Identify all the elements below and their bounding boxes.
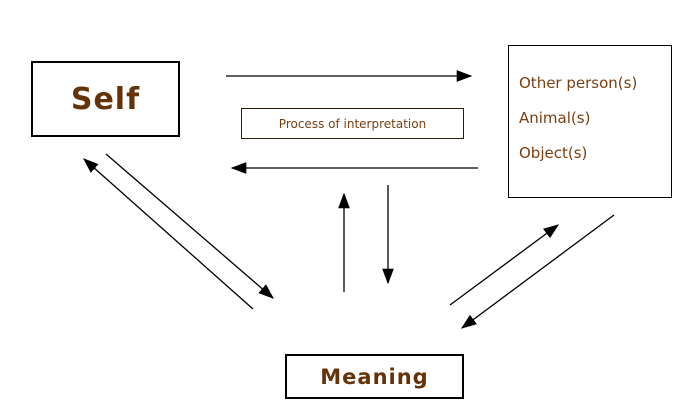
arrow-meaning-to-self <box>83 158 254 310</box>
node-process-label: Process of interpretation <box>278 116 427 131</box>
node-others-item-persons: Other person(s) <box>519 74 638 92</box>
node-self: Self <box>31 61 180 137</box>
node-others-item-objects: Object(s) <box>519 144 588 162</box>
node-other-entities: Other person(s) Animal(s) Object(s) <box>508 45 672 198</box>
arrow-others-to-meaning <box>460 214 615 329</box>
node-process-of-interpretation: Process of interpretation <box>241 108 464 139</box>
node-self-label: Self <box>70 81 141 117</box>
arrow-meaning-to-others <box>449 224 560 306</box>
node-meaning-label: Meaning <box>320 364 429 389</box>
node-meaning: Meaning <box>285 354 464 399</box>
arrow-self-to-meaning <box>105 153 274 299</box>
node-others-item-animals: Animal(s) <box>519 109 591 127</box>
